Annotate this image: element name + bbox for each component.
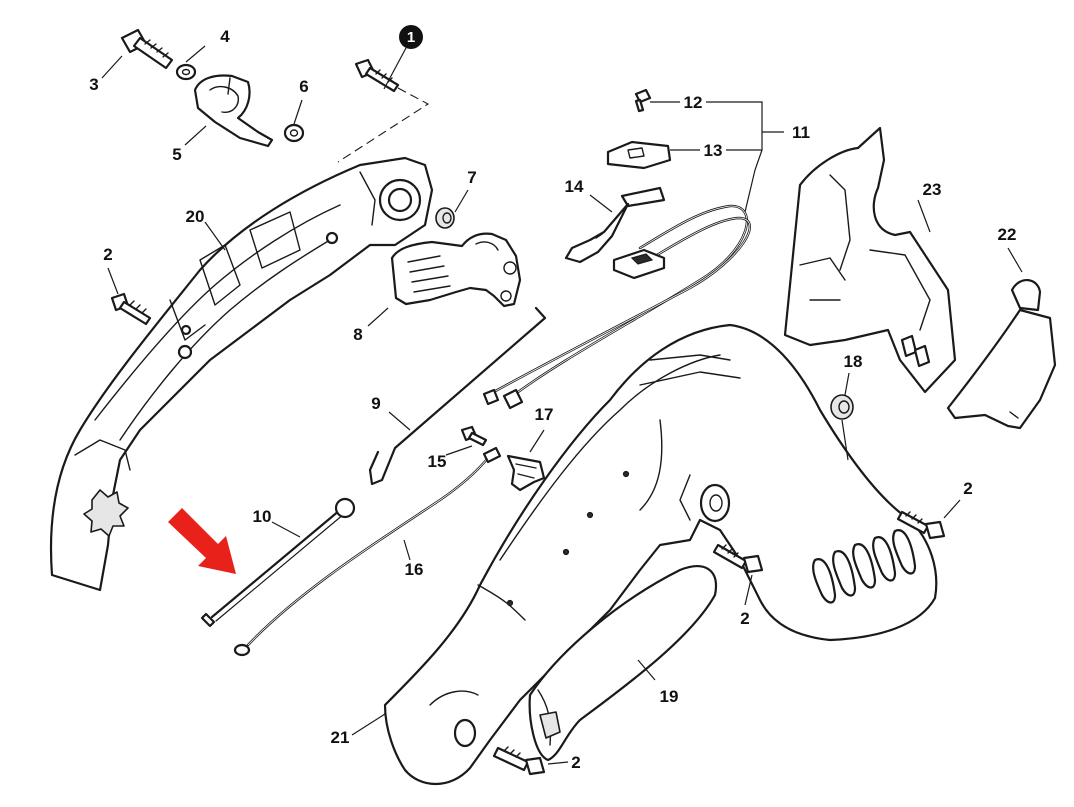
callout-1: 1 — [407, 29, 415, 46]
part-2-screw-bottom — [492, 746, 546, 776]
callout-12: 12 — [684, 93, 703, 112]
callout-14: 14 — [565, 177, 584, 196]
part-10-rod — [200, 497, 356, 628]
callout-15: 15 — [428, 452, 447, 471]
part-23-cover — [783, 126, 957, 394]
part-2-screw-right — [896, 510, 946, 540]
callout-10: 10 — [253, 507, 272, 526]
callout-11: 11 — [792, 123, 810, 142]
callout-2c: 2 — [740, 609, 749, 628]
callout-7: 7 — [467, 168, 476, 187]
callout-1-badge — [399, 25, 423, 49]
part-2-screw-left — [110, 292, 152, 326]
part-2-screw-middle — [712, 543, 764, 574]
part-12-screw — [634, 88, 652, 113]
callout-5: 5 — [172, 145, 181, 164]
callout-6: 6 — [299, 77, 308, 96]
callout-2d: 2 — [571, 753, 580, 772]
part-16-cable — [233, 446, 502, 657]
callout-2b: 2 — [963, 479, 972, 498]
callout-16: 16 — [405, 560, 424, 579]
callout-19: 19 — [660, 687, 679, 706]
part-13-block — [606, 140, 672, 170]
callout-22: 22 — [998, 225, 1017, 244]
part-9-rod — [368, 306, 547, 486]
part-4-washer — [175, 63, 197, 81]
part-14-strip — [564, 186, 666, 264]
callout-13: 13 — [704, 141, 723, 160]
part-17-clip — [506, 454, 546, 492]
assembly-line-1 — [337, 87, 430, 163]
callout-4: 4 — [220, 27, 230, 46]
part-3-screw — [120, 28, 174, 70]
part-11-wire-harness — [482, 204, 751, 410]
leader-lines — [101, 45, 1023, 765]
part-22-cap — [946, 279, 1057, 430]
callout-9: 9 — [371, 394, 380, 413]
red-pointer-arrow-icon — [168, 508, 236, 574]
callout-17: 17 — [535, 405, 554, 424]
callout-20: 20 — [186, 207, 205, 226]
part-7-nut — [435, 207, 455, 229]
part-21-lower-body — [383, 323, 938, 786]
part-19-grip — [528, 565, 718, 762]
callout-3: 3 — [89, 75, 98, 94]
part-20-handle-arm — [49, 156, 434, 592]
callout-23: 23 — [923, 180, 942, 199]
callout-21: 21 — [331, 728, 350, 747]
part-15-screw — [460, 425, 488, 447]
callout-18: 18 — [844, 352, 863, 371]
callout-8: 8 — [353, 325, 362, 344]
part-6-washer — [283, 123, 305, 143]
part-5-clamp — [193, 74, 274, 148]
part-8-trigger — [390, 232, 522, 308]
callout-2a: 2 — [103, 245, 112, 264]
part-18-nut — [830, 394, 854, 420]
